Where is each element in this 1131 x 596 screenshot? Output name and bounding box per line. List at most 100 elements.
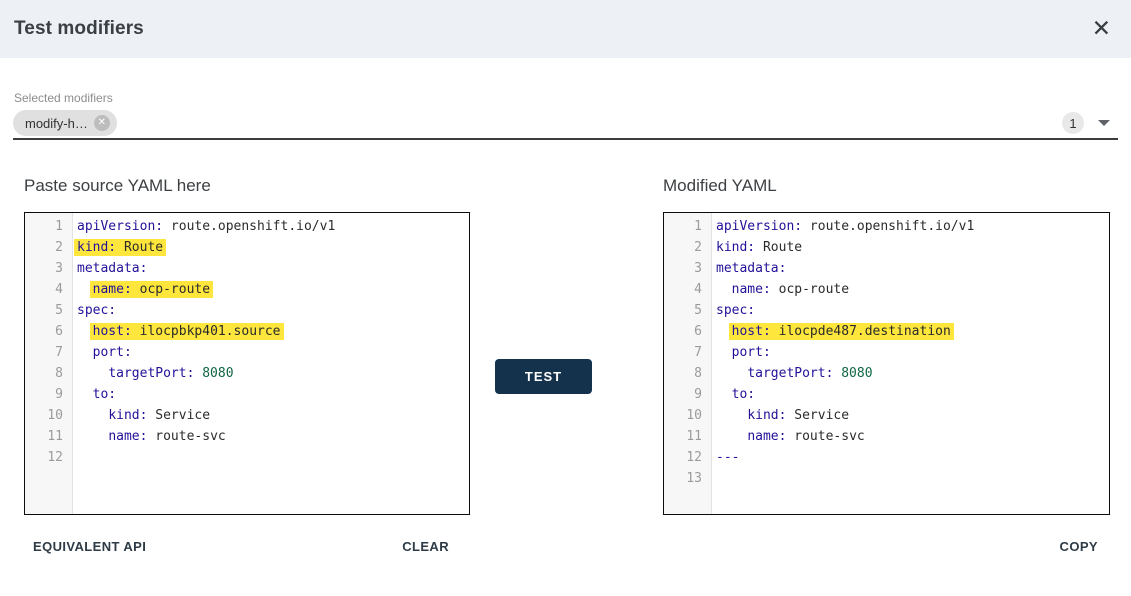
- code-line: 13: [664, 468, 1109, 489]
- line-number: 2: [55, 240, 63, 255]
- chip-row: modify-h… ✕ 1: [13, 110, 1118, 136]
- code-line: 12 ---: [664, 447, 1109, 468]
- close-icon: ✕: [1091, 15, 1111, 42]
- line-content: name: route-svc: [108, 429, 226, 444]
- line-number: 1: [55, 219, 63, 234]
- code-line: 8 targetPort: 8080: [25, 363, 469, 384]
- diff-highlight: name: ocp-route: [89, 281, 214, 298]
- code-line: 11 name: route-svc: [25, 426, 469, 447]
- close-button[interactable]: ✕: [1090, 16, 1113, 43]
- editors-section: Paste source YAML here 1 apiVersion: rout…: [0, 140, 1131, 561]
- line-content: name: route-svc: [747, 429, 865, 444]
- code-line: 3 metadata:: [25, 258, 469, 279]
- test-button[interactable]: TEST: [495, 359, 592, 394]
- line-content: targetPort: 8080: [108, 366, 234, 381]
- line-number: 8: [694, 366, 702, 381]
- line-number: 13: [686, 471, 702, 486]
- source-yaml-editor[interactable]: 1 apiVersion: route.openshift.io/v1 2 kind:…: [24, 212, 470, 515]
- code-line: 7 port:: [25, 342, 469, 363]
- line-number: 11: [686, 429, 702, 444]
- line-content: apiVersion: route.openshift.io/v1: [77, 219, 336, 234]
- copy-button[interactable]: COPY: [1051, 532, 1107, 561]
- line-number: 1: [694, 219, 702, 234]
- dialog-header: Test modifiers ✕: [0, 0, 1131, 58]
- diff-highlight: host: ilocpde487.destination: [728, 323, 954, 340]
- line-number: 5: [694, 303, 702, 318]
- selected-modifiers-label: Selected modifiers: [14, 91, 113, 105]
- line-content: kind: Service: [747, 408, 850, 423]
- line-content: host: ilocpbkp401.source: [72, 321, 284, 342]
- code-line: 1 apiVersion: route.openshift.io/v1: [664, 216, 1109, 237]
- selected-count-badge: 1: [1062, 112, 1084, 134]
- line-number: 9: [55, 387, 63, 402]
- line-number: 11: [47, 429, 63, 444]
- chevron-down-icon[interactable]: [1098, 120, 1110, 126]
- line-number: 6: [55, 324, 63, 339]
- diff-highlight: host: ilocpbkp401.source: [89, 323, 284, 340]
- line-content: port:: [731, 345, 771, 360]
- modified-column: Modified YAML 1 apiVersion: route.openshi…: [663, 140, 1110, 561]
- line-number: 2: [694, 240, 702, 255]
- line-number: 6: [694, 324, 702, 339]
- line-number: 10: [686, 408, 702, 423]
- line-number: 8: [55, 366, 63, 381]
- code-line: 10 kind: Service: [664, 405, 1109, 426]
- line-content: name: ocp-route: [72, 279, 214, 300]
- line-number: 9: [694, 387, 702, 402]
- code-line: 8 targetPort: 8080: [664, 363, 1109, 384]
- code-line: 4 name: ocp-route: [664, 279, 1109, 300]
- line-content: metadata:: [716, 261, 787, 276]
- line-content: spec:: [716, 303, 756, 318]
- line-number: 7: [694, 345, 702, 360]
- code-line: 4 name: ocp-route: [25, 279, 469, 300]
- line-number: 3: [694, 261, 702, 276]
- line-content: ---: [716, 450, 740, 465]
- modifier-chip-label: modify-h…: [25, 115, 88, 131]
- line-number: 12: [686, 450, 702, 465]
- code-line: 7 port:: [664, 342, 1109, 363]
- modifier-select[interactable]: Selected modifiers modify-h… ✕ 1: [13, 58, 1118, 140]
- line-number: 4: [55, 282, 63, 297]
- line-content: targetPort: 8080: [747, 366, 873, 381]
- code-line: 6 host: ilocpde487.destination: [664, 321, 1109, 342]
- line-number: 12: [47, 450, 63, 465]
- line-content: kind: Service: [108, 408, 211, 423]
- code-line: 3 metadata:: [664, 258, 1109, 279]
- diff-highlight: kind: Route: [74, 239, 167, 256]
- code-line: 2 kind: Route: [25, 237, 469, 258]
- code-line: 9 to:: [25, 384, 469, 405]
- line-content: name: ocp-route: [731, 282, 850, 297]
- source-actions: EQUIVALENT API CLEAR: [24, 532, 470, 561]
- source-editor-title: Paste source YAML here: [24, 176, 211, 195]
- modified-actions: COPY: [663, 532, 1110, 561]
- modified-yaml-editor[interactable]: 1 apiVersion: route.openshift.io/v1 2 kind:…: [663, 212, 1110, 515]
- dialog-title: Test modifiers: [14, 18, 144, 39]
- modifier-chip[interactable]: modify-h… ✕: [13, 110, 117, 136]
- line-content: to:: [731, 387, 756, 402]
- code-line: 11 name: route-svc: [664, 426, 1109, 447]
- chip-remove-icon[interactable]: ✕: [93, 115, 110, 131]
- clear-button[interactable]: CLEAR: [393, 532, 458, 561]
- line-content: [711, 468, 716, 489]
- line-content: apiVersion: route.openshift.io/v1: [716, 219, 975, 234]
- code-line: 12: [25, 447, 469, 468]
- code-line: 1 apiVersion: route.openshift.io/v1: [25, 216, 469, 237]
- line-number: 3: [55, 261, 63, 276]
- line-content: kind: Route: [72, 237, 167, 258]
- line-content: host: ilocpde487.destination: [711, 321, 954, 342]
- line-content: [72, 447, 77, 468]
- line-content: port:: [92, 345, 132, 360]
- line-content: to:: [92, 387, 117, 402]
- equivalent-api-button[interactable]: EQUIVALENT API: [24, 532, 155, 561]
- line-content: kind: Route: [716, 240, 803, 255]
- line-number: 7: [55, 345, 63, 360]
- middle-column: [470, 140, 663, 561]
- code-line: 5 spec:: [664, 300, 1109, 321]
- code-line: 6 host: ilocpbkp401.source: [25, 321, 469, 342]
- line-content: spec:: [77, 303, 117, 318]
- line-content: metadata:: [77, 261, 148, 276]
- line-number: 10: [47, 408, 63, 423]
- modified-editor-title: Modified YAML: [663, 176, 777, 195]
- line-number: 5: [55, 303, 63, 318]
